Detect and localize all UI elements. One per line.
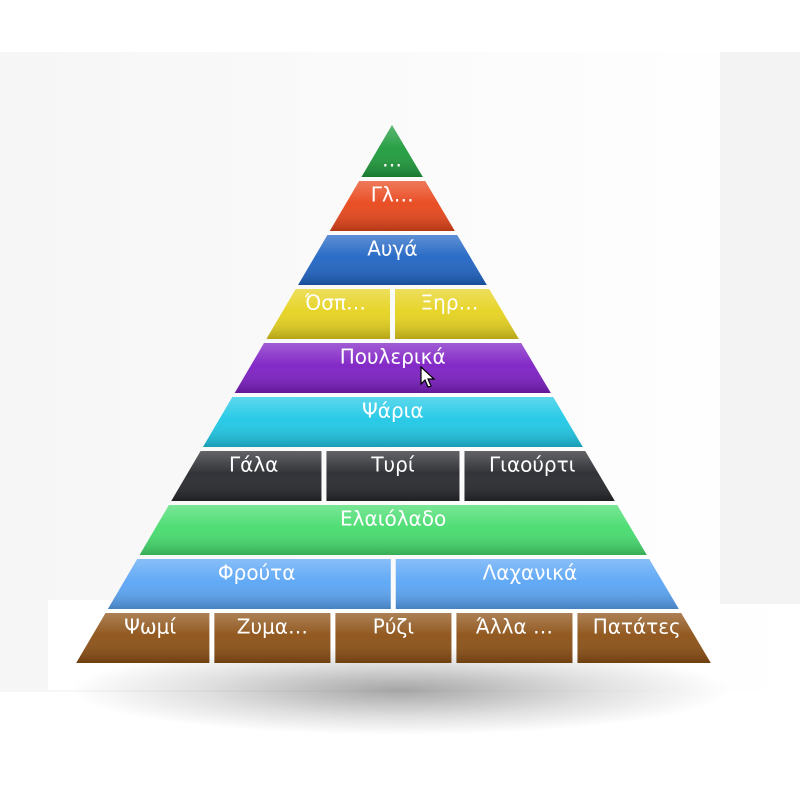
mouse-cursor-icon	[420, 365, 436, 388]
pyramid-cell-label: Γιαούρτι	[489, 453, 576, 477]
pyramid-cell-shading	[577, 613, 711, 663]
pyramid-level-6[interactable]: Ψάρια	[202, 397, 583, 447]
pyramid-level-4[interactable]: Όσπ… Ξηρ…	[266, 289, 519, 339]
pyramid-cell-shading	[329, 181, 455, 231]
pyramid-level-10[interactable]: Ψωμί Ζυμα… Ρύζι Άλλα … Πατάτες	[76, 613, 711, 663]
pyramid-cell-shading	[139, 505, 647, 555]
pyramid-cell-shading	[395, 559, 679, 609]
pyramid-level-5[interactable]: Πουλερικά	[234, 343, 551, 393]
pyramid-cell-label: Πατάτες	[593, 615, 681, 639]
pyramid-cell-shading	[464, 451, 615, 501]
pyramid-cell-shading	[202, 397, 583, 447]
pyramid-cell-shading	[326, 451, 460, 501]
pyramid-cell-label: Ψάρια	[362, 399, 424, 423]
pyramid-cell-label: Φρούτα	[218, 561, 295, 585]
pyramid-cell-label: …	[382, 148, 402, 172]
pyramid-cell-shading	[234, 343, 551, 393]
pyramid-cell-label: Ρύζι	[373, 615, 415, 639]
pyramid-cell-shading	[361, 125, 423, 177]
pyramid-cell-label: Ξηρ…	[421, 291, 479, 315]
pyramid-cell-label: Ψωμί	[124, 615, 176, 639]
canvas-right-strip	[720, 52, 800, 604]
pyramid-shadow	[70, 645, 730, 735]
pyramid-cell-shading	[76, 613, 210, 663]
pyramid-cell-label: Γάλα	[229, 453, 278, 477]
pyramid-cell-label: Ζυμα…	[237, 615, 308, 639]
pyramid-cell-label: Λαχανικά	[483, 561, 578, 585]
pyramid-cell-shading	[298, 235, 487, 285]
pyramid-cell-label: Τυρί	[370, 453, 414, 477]
pyramid-cell-label: Άλλα …	[476, 615, 553, 639]
pyramid-level-7[interactable]: Γάλα Τυρί Γιαούρτι	[171, 451, 615, 501]
pyramid-cell-label: Αυγά	[367, 237, 417, 261]
pyramid-cell-shading	[171, 451, 322, 501]
pyramid-level-9[interactable]: Φρούτα Λαχανικά	[107, 559, 679, 609]
pyramid-level-2[interactable]: Γλ…	[329, 181, 455, 231]
pyramid-cell-shading	[335, 613, 452, 663]
pyramid-cell-label: Γλ…	[371, 183, 414, 207]
pyramid-level-8[interactable]: Ελαιόλαδο	[139, 505, 647, 555]
pyramid-cell-label: Πουλερικά	[340, 345, 446, 369]
pyramid-cell-shading	[107, 559, 391, 609]
pyramid-cell-shading	[266, 289, 391, 339]
pyramid-cell-label: Ελαιόλαδο	[340, 507, 446, 531]
pyramid-cell-shading	[456, 613, 573, 663]
pyramid-level-1[interactable]: …	[361, 125, 423, 177]
pyramid-cell-label: Όσπ…	[304, 291, 366, 315]
pyramid-cell-shading	[214, 613, 331, 663]
pyramid-cell-shading	[395, 289, 519, 339]
pyramid-level-3[interactable]: Αυγά	[298, 235, 487, 285]
